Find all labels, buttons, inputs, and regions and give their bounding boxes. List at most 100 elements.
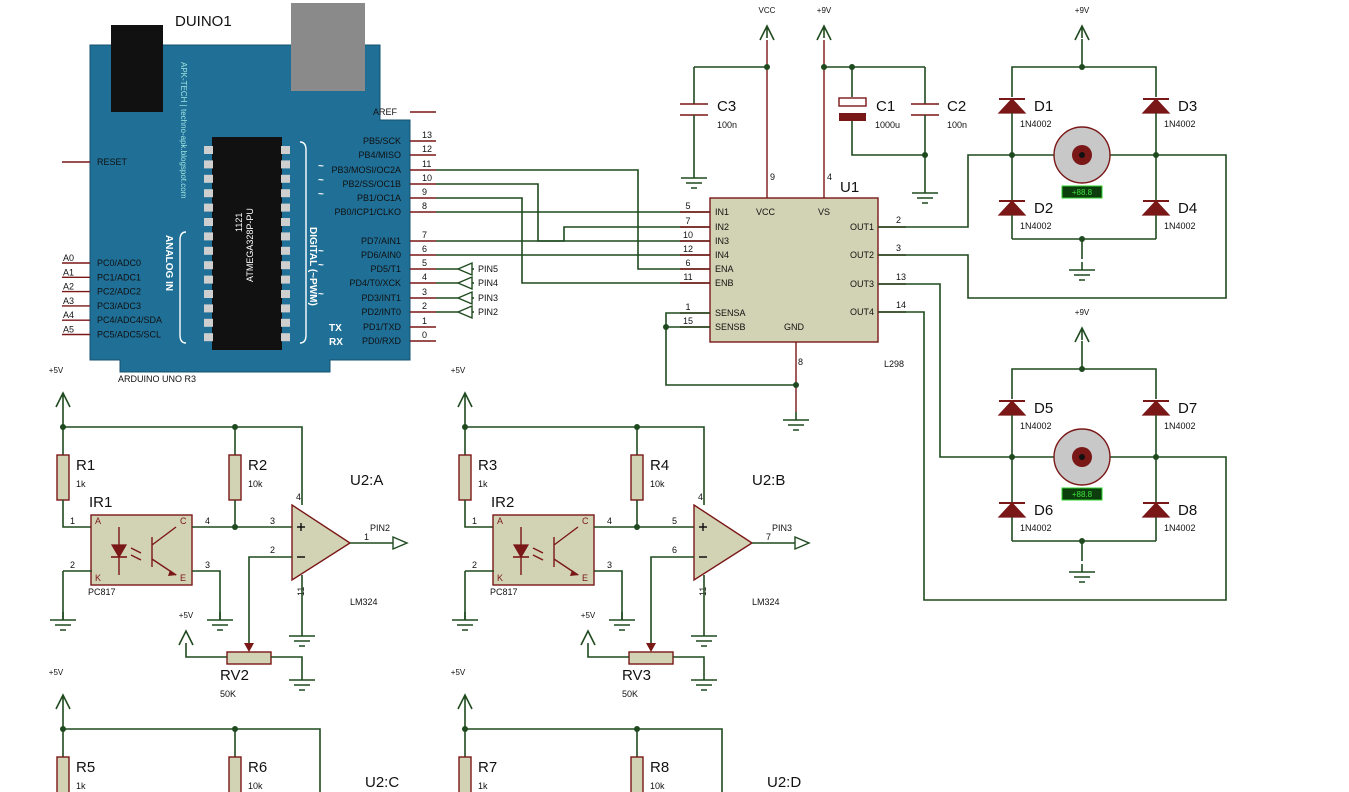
analog-pin-name: A2: [63, 282, 74, 292]
digital-pin-func: PD4/T0/XCK: [349, 278, 401, 288]
opto-pin-c: C: [582, 516, 589, 526]
ground-symbol: [1069, 262, 1095, 281]
opto-pin-num: 2: [70, 560, 75, 570]
resistor-body: [56, 454, 70, 501]
power-arrow: [1074, 24, 1090, 41]
opto-pin-a: A: [497, 516, 503, 526]
ground-symbol: [289, 628, 315, 647]
opto-pin-num: 4: [205, 516, 210, 526]
power-arrow: [1074, 326, 1090, 343]
digital-pin-num: 7: [422, 230, 427, 240]
diode-symbol: [997, 200, 1027, 216]
op-pin-num: 2: [270, 545, 275, 555]
l298-ref: U1: [840, 179, 859, 196]
l298-pin-num: 11: [683, 272, 692, 282]
resistor-value: 10k: [248, 479, 263, 489]
digital-pin-num: 10: [422, 173, 432, 183]
l298-gnd-pin: 8: [798, 357, 803, 367]
chip-code: 1121: [234, 213, 244, 232]
opto-pin-num: 1: [472, 516, 477, 526]
rx-label: RX: [329, 337, 343, 348]
digital-pin-func: PD5/T1: [370, 264, 401, 274]
chip-pin: [204, 318, 213, 327]
resistor-body: [228, 454, 242, 501]
op-pin-num: 6: [672, 545, 677, 555]
op-amp-part: LM324: [350, 597, 378, 607]
chip-pin: [281, 304, 290, 313]
digital-pin-func: PD2/INT0: [361, 307, 401, 317]
l298-pin-num: 2: [896, 215, 901, 225]
op-pin-num: 4: [698, 492, 703, 502]
pot-ref: RV3: [622, 667, 651, 684]
analog-in-label: ANALOG IN: [163, 235, 174, 291]
chip-pin: [281, 189, 290, 198]
chip-pin: [204, 304, 213, 313]
chip-pin: [281, 333, 290, 342]
arduino-uno-module[interactable]: ATMEGA328P-PU 1121 APK-TECH | techno-apk…: [62, 3, 436, 373]
power-label: +5V: [451, 366, 466, 375]
aref-label: AREF: [373, 107, 398, 117]
opto-pin-num: 3: [607, 560, 612, 570]
l298-pin-num: 1: [685, 302, 690, 312]
digital-pin-func: PB0/ICP1/CLKO: [334, 207, 401, 217]
arduino-model: ARDUINO UNO R3: [118, 374, 196, 384]
resistor-body: [630, 756, 644, 792]
l298-pin-num: 3: [896, 243, 901, 253]
diode-symbol: [1141, 200, 1171, 216]
op-amp-ref: U2:C: [365, 774, 399, 791]
analog-pin-func: PC0/ADC0: [97, 258, 141, 268]
chip-pin: [204, 261, 213, 270]
diode-value: 1N4002: [1020, 119, 1052, 129]
resistor-value: 1k: [478, 479, 488, 489]
op-amp[interactable]: [291, 503, 352, 582]
diode-ref: D3: [1178, 98, 1197, 115]
op-amp-ref: U2:D: [767, 774, 801, 791]
power-label: +9V: [1075, 6, 1090, 15]
chip-pin: [281, 218, 290, 226]
chip-pin: [204, 189, 213, 198]
pwm-tilde: ~: [318, 189, 324, 200]
analog-pin-name: A1: [63, 267, 74, 277]
ground-symbol: [691, 672, 717, 691]
digital-pin-num: 8: [422, 201, 427, 211]
op-amp-part: LM324: [752, 597, 780, 607]
diode-value: 1N4002: [1164, 119, 1196, 129]
pwm-tilde: ~: [318, 246, 324, 257]
pot-ref: RV2: [220, 667, 249, 684]
motor-speed-display: [1061, 487, 1103, 501]
op-pin-num: 11: [296, 587, 306, 596]
opto-pin-c: C: [180, 516, 187, 526]
chip-pin: [281, 203, 290, 212]
opto-pin-num: 2: [472, 560, 477, 570]
optocoupler[interactable]: [492, 514, 595, 586]
digital-pin-num: 5: [422, 258, 427, 268]
pot-value: 50K: [220, 689, 236, 699]
op-amp[interactable]: [693, 503, 754, 582]
ground-symbol: [681, 170, 707, 189]
chip-pin: [281, 160, 290, 169]
analog-pin-func: PC4/ADC4/SDA: [97, 315, 162, 325]
l298-pin-name: OUT3: [850, 279, 874, 289]
terminal-arrow: [456, 261, 473, 277]
resistor-value: 1k: [76, 479, 86, 489]
op-amp-ref: U2:A: [350, 472, 383, 489]
analog-pin-func: PC5/ADC5/SCL: [97, 330, 161, 340]
analog-pin-func: PC3/ADC3: [97, 301, 141, 311]
power-label: +5V: [49, 668, 64, 677]
resistor-ref: R5: [76, 759, 95, 776]
chip-pin: [204, 290, 213, 298]
potentiometer[interactable]: [226, 651, 272, 665]
l298-pin-name: SENSB: [715, 322, 746, 332]
l298-pin-name: ENB: [715, 278, 734, 288]
l298-pin-num: 14: [896, 300, 906, 310]
potentiometer[interactable]: [628, 651, 674, 665]
l298-pin-name: OUT4: [850, 307, 874, 317]
l298-driver[interactable]: U1 L298 VCC VS GND 9 4 8 5IN17IN210IN312…: [680, 172, 906, 369]
chip-pin: [204, 333, 213, 342]
optocoupler[interactable]: [90, 514, 193, 586]
op-pin-num: 3: [270, 516, 275, 526]
cap-c2-ref: C2: [947, 98, 966, 115]
diode-value: 1N4002: [1164, 421, 1196, 431]
digital-pin-num: 1: [422, 316, 427, 326]
